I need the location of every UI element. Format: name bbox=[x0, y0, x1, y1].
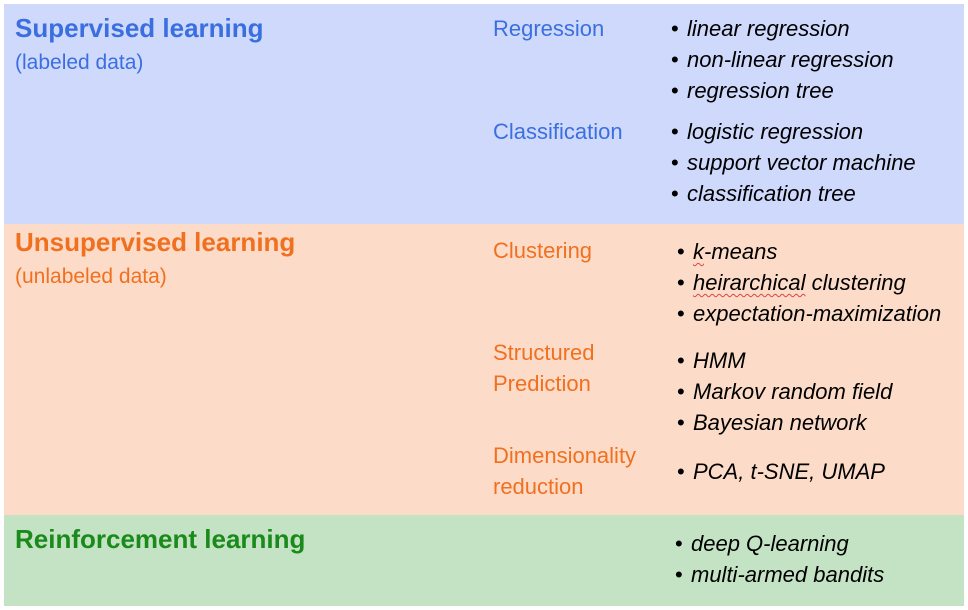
classification-list: •logistic regression •support vector mac… bbox=[671, 116, 916, 209]
bullet-icon: • bbox=[671, 150, 679, 175]
list-item: •deep Q-learning bbox=[675, 528, 884, 559]
list-item: •Markov random field bbox=[677, 376, 892, 407]
structured-prediction-list: •HMM •Markov random field •Bayesian netw… bbox=[677, 345, 892, 438]
structured-prediction-label: Structured Prediction bbox=[493, 340, 595, 396]
bullet-icon: • bbox=[671, 47, 679, 72]
dimensionality-reduction-list: •PCA, t-SNE, UMAP bbox=[677, 456, 885, 487]
list-item: •HMM bbox=[677, 345, 892, 376]
unsupervised-band bbox=[4, 224, 964, 515]
list-item: •PCA, t-SNE, UMAP bbox=[677, 456, 885, 487]
reinforcement-list: •deep Q-learning •multi-armed bandits bbox=[675, 528, 884, 590]
bullet-icon: • bbox=[677, 348, 685, 373]
list-item: •non-linear regression bbox=[671, 44, 894, 75]
bullet-icon: • bbox=[671, 181, 679, 206]
bullet-icon: • bbox=[677, 410, 685, 435]
supervised-title: Supervised learning bbox=[15, 13, 264, 43]
bullet-icon: • bbox=[671, 78, 679, 103]
list-item: •regression tree bbox=[671, 75, 894, 106]
bullet-icon: • bbox=[677, 379, 685, 404]
clustering-list: •k-means •heirarchical clustering •expec… bbox=[677, 236, 941, 329]
supervised-subtitle: (labeled data) bbox=[15, 51, 144, 74]
regression-label: Regression bbox=[493, 16, 605, 41]
list-item: •heirarchical clustering bbox=[677, 267, 941, 298]
list-item: •multi-armed bandits bbox=[675, 559, 884, 590]
bullet-icon: • bbox=[677, 239, 685, 264]
bullet-icon: • bbox=[671, 119, 679, 144]
supervised-band bbox=[4, 4, 964, 224]
unsupervised-title: Unsupervised learning bbox=[15, 227, 296, 257]
list-item: •expectation-maximization bbox=[677, 298, 941, 329]
list-item: •linear regression bbox=[671, 13, 894, 44]
unsupervised-subtitle: (unlabeled data) bbox=[15, 265, 167, 288]
bullet-icon: • bbox=[675, 562, 683, 587]
dimensionality-reduction-label: Dimensionality reduction bbox=[493, 443, 637, 499]
reinforcement-title: Reinforcement learning bbox=[15, 524, 306, 554]
reinforcement-band bbox=[4, 515, 964, 606]
bullet-icon: • bbox=[675, 531, 683, 556]
bullet-icon: • bbox=[677, 301, 685, 326]
bullet-icon: • bbox=[671, 16, 679, 41]
classification-label: Classification bbox=[493, 119, 623, 144]
list-item: •logistic regression bbox=[671, 116, 916, 147]
list-item: •k-means bbox=[677, 236, 941, 267]
list-item: •Bayesian network bbox=[677, 407, 892, 438]
regression-list: •linear regression •non-linear regressio… bbox=[671, 13, 894, 106]
list-item: •classification tree bbox=[671, 178, 916, 209]
bullet-icon: • bbox=[677, 270, 685, 295]
list-item: •support vector machine bbox=[671, 147, 916, 178]
clustering-label: Clustering bbox=[493, 238, 593, 263]
bullet-icon: • bbox=[677, 459, 685, 484]
